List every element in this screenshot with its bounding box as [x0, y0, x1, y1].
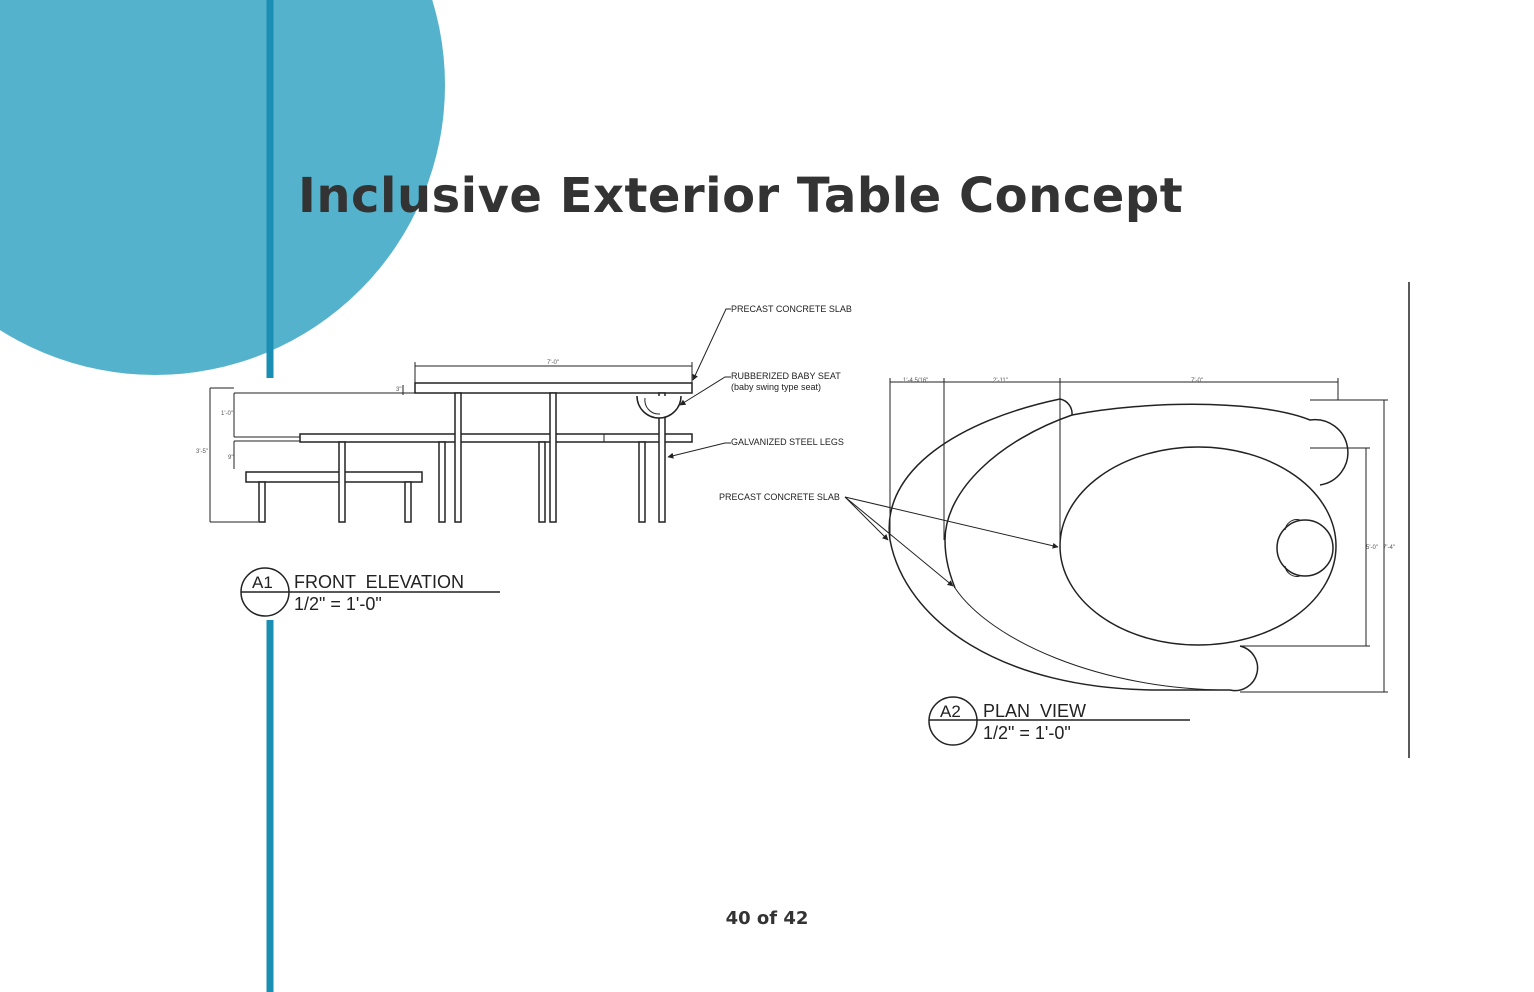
scale-front-elevation: 1/2" = 1'-0"	[294, 594, 382, 614]
dim-plan-d4: 5'-0"	[1366, 545, 1378, 551]
scale-plan-view: 1/2" = 1'-0"	[983, 723, 1071, 743]
callout-plan-precast-slab: PRECAST CONCRETE SLAB	[719, 492, 840, 502]
bench-slab	[299, 433, 693, 443]
dim-top-length: 7'-0"	[547, 360, 559, 366]
title-block-a1	[240, 567, 500, 617]
callout-precast-slab: PRECAST CONCRETE SLAB	[731, 304, 852, 314]
accent-circle	[0, 0, 445, 375]
callout-baby-seat: RUBBERIZED BABY SEAT	[731, 371, 841, 381]
baby-seat-plan	[1276, 519, 1334, 577]
low-bench	[245, 471, 423, 483]
tag-a2: A2	[940, 702, 961, 721]
plan-view	[844, 378, 1388, 693]
outer-bench	[888, 398, 1259, 692]
title-block-a2	[928, 696, 1190, 746]
dim-plan-d2: 2'-11"	[993, 378, 1008, 384]
tag-a1: A1	[252, 573, 273, 592]
dim-seat-gap: 9"	[228, 455, 233, 461]
dim-plan-d3: 7'-0"	[1191, 378, 1203, 384]
label-front-elevation: FRONT ELEVATION	[294, 572, 464, 592]
dim-plan-d1: 1'-4 5/16"	[903, 378, 928, 384]
baby-seat	[636, 395, 682, 419]
label-plan-view: PLAN VIEW	[983, 701, 1086, 721]
dim-slab-thickness: 3"	[396, 387, 401, 393]
callout-steel-legs: GALVANIZED STEEL LEGS	[731, 437, 844, 447]
callout-baby-seat-note: (baby swing type seat)	[731, 382, 821, 392]
dim-overall-height: 3'-5"	[196, 449, 208, 455]
dim-upper-height: 1'-0"	[221, 411, 233, 417]
slide-title: Inclusive Exterior Table Concept	[298, 168, 1184, 224]
front-elevation	[207, 308, 731, 525]
table-top-slab	[414, 382, 693, 394]
page-number: 40 of 42	[725, 908, 809, 929]
middle-seat	[1071, 403, 1349, 486]
inner-table	[1059, 446, 1337, 646]
dim-plan-d5: 7'-4"	[1383, 545, 1395, 551]
steel-legs	[258, 392, 666, 523]
